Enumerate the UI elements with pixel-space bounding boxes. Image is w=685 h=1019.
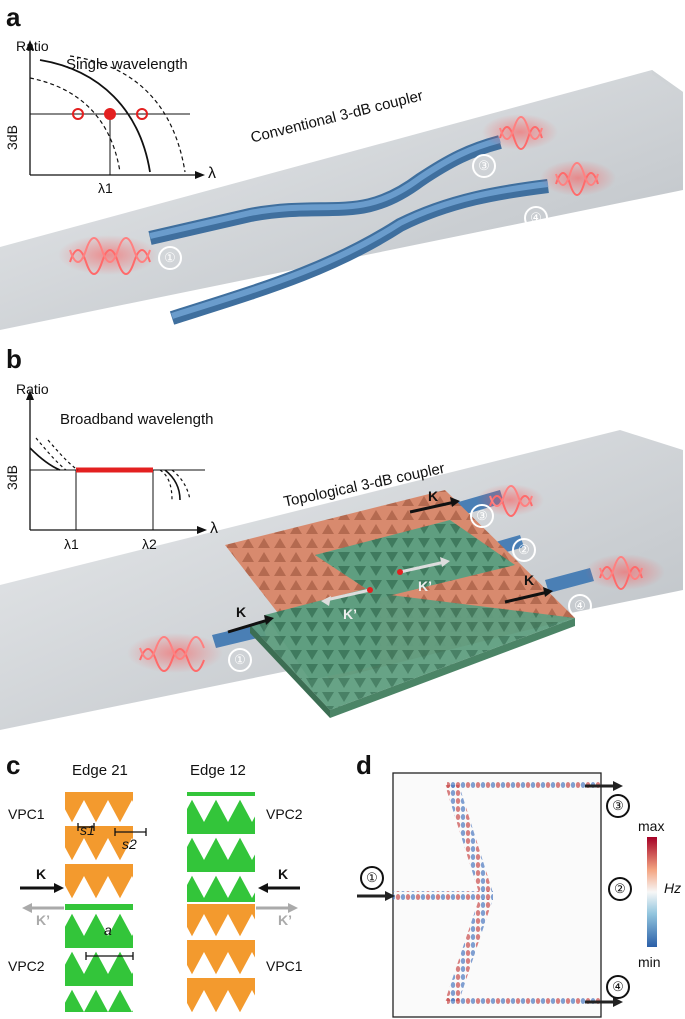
inset-b-xlabel: λ bbox=[210, 520, 218, 537]
colorbar-max: max bbox=[638, 818, 665, 834]
port-1-b: ① bbox=[228, 648, 252, 672]
output-wave-3-b bbox=[476, 484, 544, 517]
inset-a-level: 3dB bbox=[4, 125, 20, 150]
port-1-d: ① bbox=[360, 866, 384, 890]
panel-a-figure bbox=[0, 40, 683, 330]
colorbar-min: min bbox=[638, 954, 661, 970]
inset-b-tick1: λ1 bbox=[64, 536, 79, 552]
k-label-1: K bbox=[236, 604, 247, 620]
inset-a-xlabel: λ bbox=[208, 165, 216, 182]
port-4-b: ④ bbox=[568, 594, 592, 618]
port-2-b: ② bbox=[512, 538, 536, 562]
panel-b-letter: b bbox=[6, 344, 22, 374]
port-3-b: ③ bbox=[470, 504, 494, 528]
panel-d-letter: d bbox=[356, 750, 372, 780]
port-2-d: ② bbox=[608, 877, 632, 901]
topo-lattice-green-top bbox=[315, 520, 515, 598]
port-3-d: ③ bbox=[606, 794, 630, 818]
stub-4 bbox=[545, 568, 594, 593]
inset-b-level: 3dB bbox=[4, 465, 20, 490]
panel-c-arrows bbox=[20, 883, 300, 913]
kprime-label-right: K’ bbox=[418, 578, 432, 594]
kprime-left: K’ bbox=[36, 912, 50, 928]
output-wave-4-a bbox=[540, 160, 616, 196]
inset-graph-b bbox=[26, 390, 207, 534]
inset-a-tick: λ1 bbox=[98, 180, 113, 196]
inset-b-title: Broadband wavelength bbox=[60, 411, 214, 428]
inset-b-tick2: λ2 bbox=[142, 536, 157, 552]
port-4-a: ④ bbox=[524, 206, 548, 230]
kprime-right: K’ bbox=[278, 912, 292, 928]
panel-c-letter: c bbox=[6, 750, 21, 780]
edge12-top-label: VPC2 bbox=[266, 806, 303, 822]
a-label: a bbox=[104, 922, 112, 938]
input-wave-b bbox=[127, 633, 223, 673]
edge12-vpc1 bbox=[187, 904, 255, 1012]
edge12-bottom-label: VPC1 bbox=[266, 958, 303, 974]
inset-graph-a bbox=[26, 40, 205, 179]
inset-a-title: Single wavelength bbox=[66, 56, 188, 73]
k-label-3: K bbox=[428, 488, 439, 504]
output-wave-4-b bbox=[585, 554, 665, 590]
s2-label: s2 bbox=[122, 836, 137, 852]
k-right: K bbox=[278, 866, 289, 882]
edge12-title: Edge 12 bbox=[190, 762, 246, 779]
panel-a-letter: a bbox=[6, 2, 21, 32]
port-3-a: ③ bbox=[472, 154, 496, 178]
edge21-vpc1 bbox=[65, 792, 133, 902]
edge12-vpc2 bbox=[187, 792, 255, 902]
edge21-top-label: VPC1 bbox=[8, 806, 45, 822]
k-label-4: K bbox=[524, 572, 535, 588]
colorbar-field-label: Hz bbox=[664, 880, 682, 896]
panel-c-lattice bbox=[65, 792, 255, 1012]
inset-a-ylabel: Ratio bbox=[16, 38, 49, 54]
port-1-a: ① bbox=[158, 246, 182, 270]
s1-label: s1 bbox=[80, 822, 95, 838]
edge21-title: Edge 21 bbox=[72, 762, 128, 779]
edge21-vpc2 bbox=[65, 904, 133, 1012]
port-2-a: ② bbox=[228, 306, 252, 330]
k-left: K bbox=[36, 866, 47, 882]
kprime-label-left: K’ bbox=[343, 606, 357, 622]
port-4-d: ④ bbox=[606, 975, 630, 999]
panel-b-figure bbox=[0, 390, 683, 730]
input-wave-a bbox=[58, 235, 158, 275]
output-wave-3-a bbox=[482, 114, 558, 150]
panel-d-field-map bbox=[357, 772, 657, 1018]
edge21-bottom-label: VPC2 bbox=[8, 958, 45, 974]
inset-b-ylabel: Ratio bbox=[16, 381, 49, 397]
topo-lattice-green-front bbox=[250, 595, 575, 710]
